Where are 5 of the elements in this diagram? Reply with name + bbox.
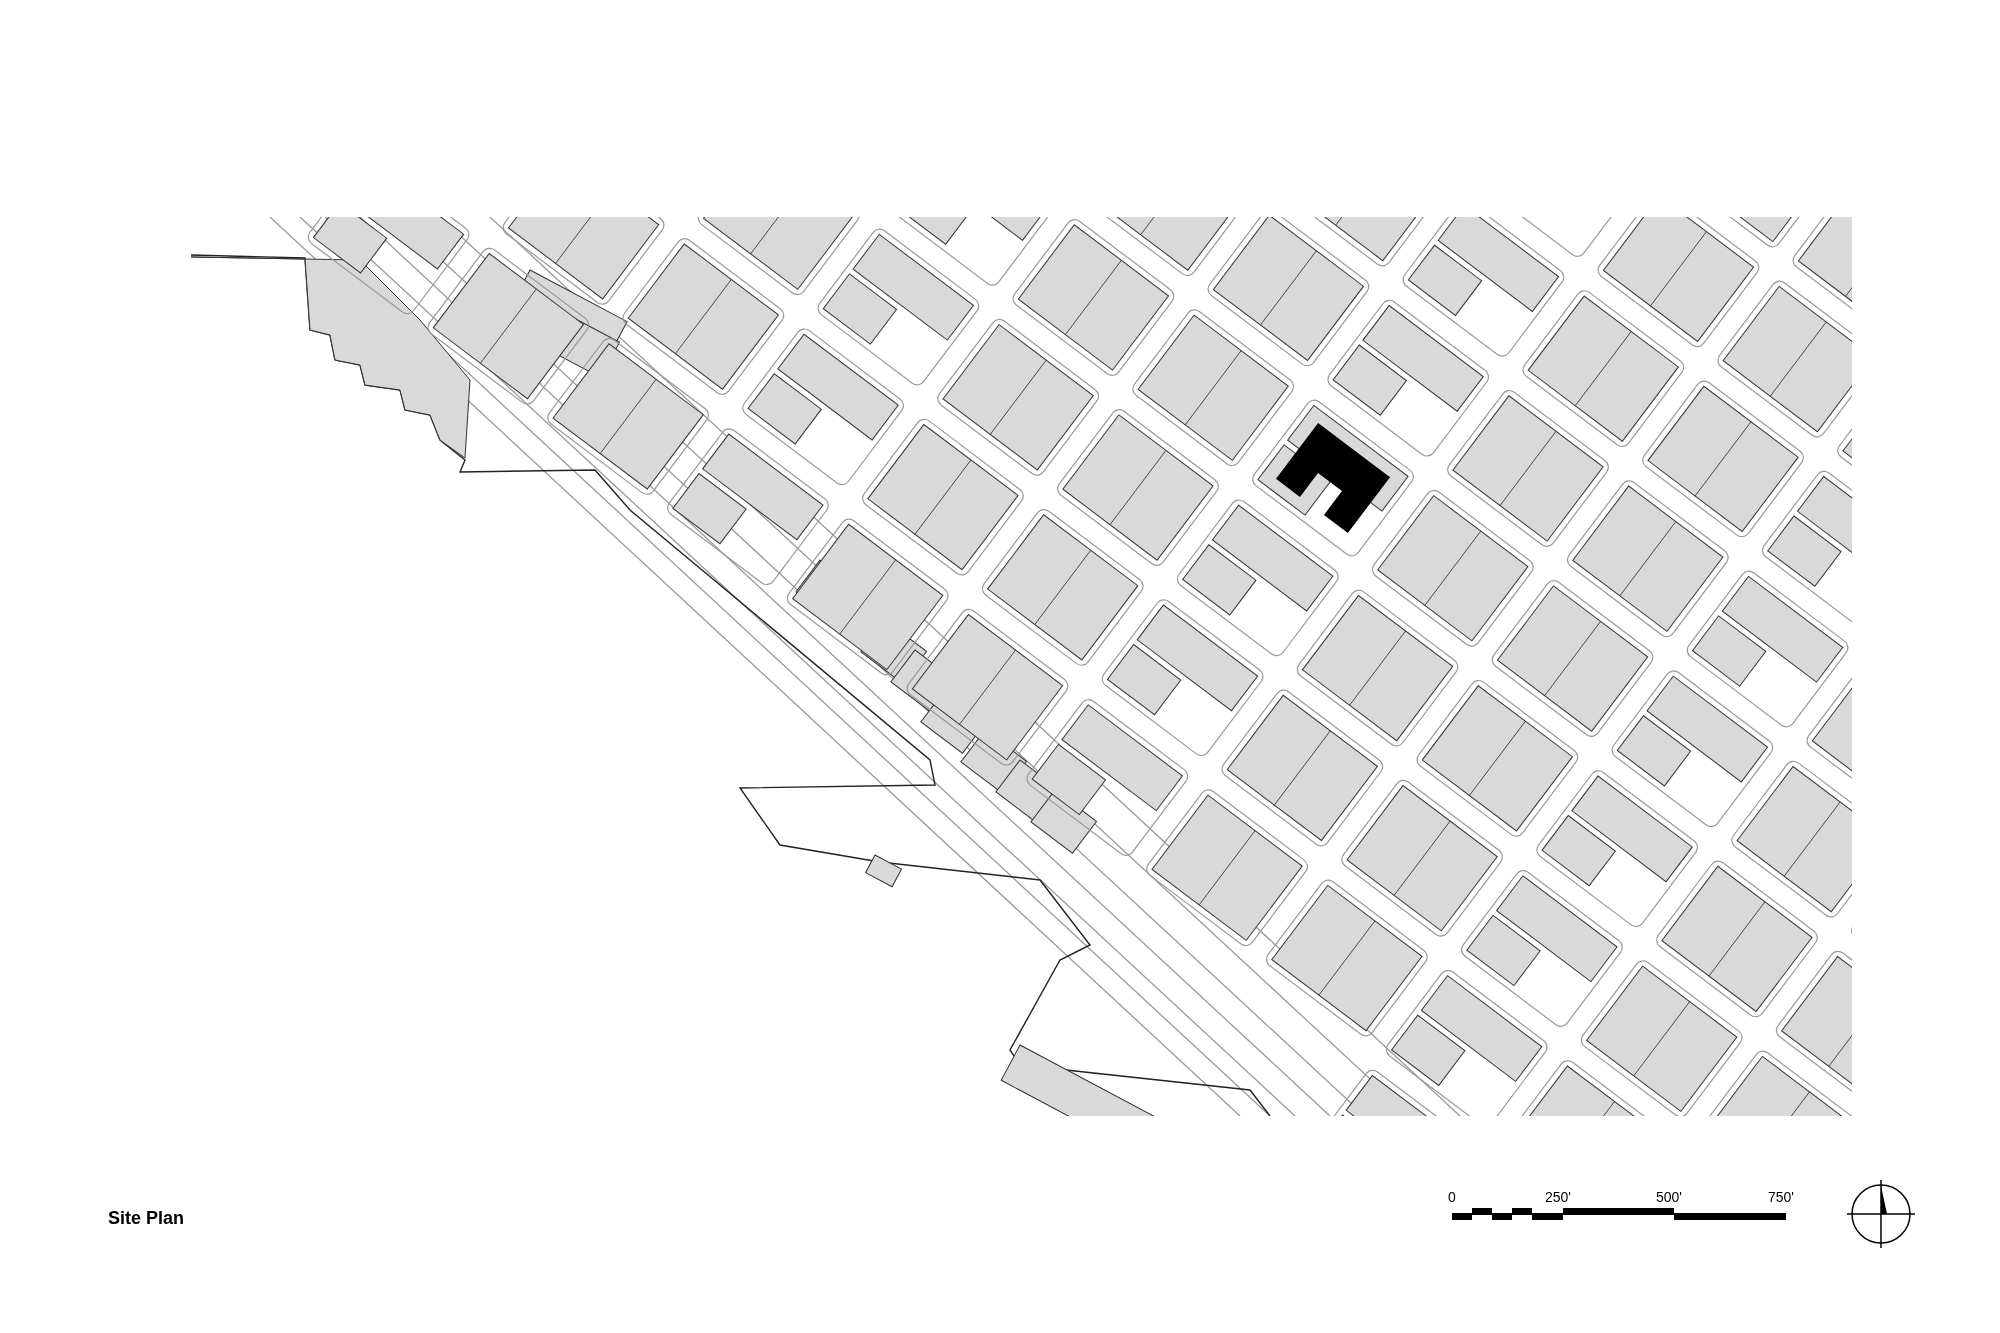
scale-label: 750' xyxy=(1768,1189,1795,1205)
scale-label: 250' xyxy=(1545,1189,1572,1205)
plan-title: Site Plan xyxy=(108,1208,185,1229)
scale-label: 500' xyxy=(1656,1189,1683,1205)
scale-label: 0 xyxy=(1448,1189,1456,1205)
